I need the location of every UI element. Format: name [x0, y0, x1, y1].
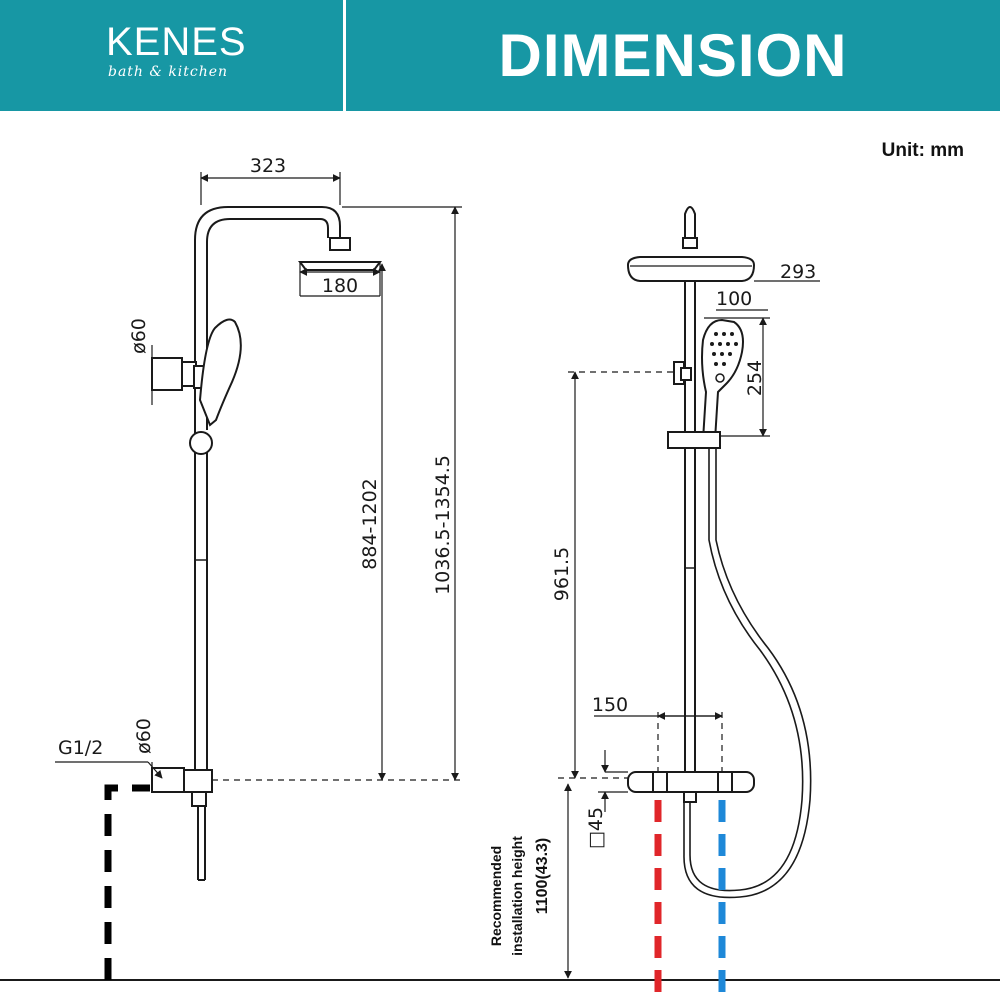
dim-height-range: 884-1202	[359, 478, 381, 569]
dim-square: □45	[585, 807, 607, 849]
install-height-value: 1100(43.3)	[534, 838, 551, 915]
dim-hand-length: 254	[744, 360, 766, 396]
brand-logo: KENES bath & kitchen	[106, 22, 247, 80]
dim-arm-length: 323	[250, 155, 286, 177]
unit-label: Unit: mm	[881, 140, 964, 161]
install-label-line2: installation height	[509, 836, 525, 956]
page-title: DIMENSION	[498, 22, 848, 89]
side-riser-inner	[206, 218, 329, 430]
side-head-connector	[329, 237, 351, 251]
front-view	[626, 206, 812, 899]
dim-holder-diameter: ø60	[128, 318, 150, 354]
dim-total-range: 1036.5-1354.5	[432, 455, 454, 595]
front-shower-head	[626, 256, 756, 282]
banner-divider	[343, 0, 346, 111]
front-hand-shower-nozzles	[710, 332, 738, 383]
side-shower-head	[298, 261, 382, 271]
dim-valve-height: 961.5	[551, 547, 573, 601]
front-top-stub	[684, 206, 696, 238]
side-riser-pipe	[194, 206, 341, 440]
side-wall-pipe	[104, 784, 150, 980]
dim-head-width: 293	[780, 261, 816, 283]
brand-name: KENES	[106, 20, 247, 64]
side-slider-ball	[189, 431, 213, 455]
brand-tagline: bath & kitchen	[108, 64, 229, 80]
side-wall-holder	[151, 357, 183, 391]
header-banner: KENES bath & kitchen DIMENSION	[0, 0, 1000, 111]
side-view	[151, 206, 382, 881]
dim-inlet-diameter: ø60	[133, 718, 155, 754]
side-hand-shower	[198, 318, 242, 427]
dim-head-diameter: 180	[322, 275, 358, 297]
front-shower-hose	[689, 448, 804, 892]
front-view-dimensions	[558, 280, 820, 979]
front-valve-body	[627, 771, 755, 793]
front-hand-shower	[701, 318, 744, 441]
dim-inlet-spacing: 150	[592, 694, 628, 716]
dim-hand-width: 100	[716, 288, 752, 310]
install-label-line1: Recommended	[488, 846, 504, 946]
side-view-dimensions	[55, 172, 462, 781]
front-hand-holder	[667, 431, 721, 449]
dim-thread: G1/2	[58, 737, 103, 759]
